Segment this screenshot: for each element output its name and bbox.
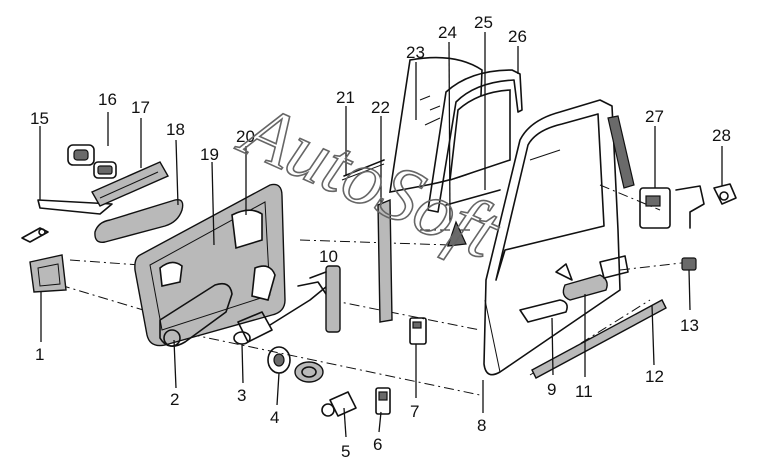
part-1-corner-trim [29,254,67,293]
part-6-latch [375,387,391,415]
callout-8: 8 [477,416,486,435]
part-10-regulator-rail [309,265,341,333]
callout-16: 16 [98,90,117,109]
callout-21: 21 [336,88,355,107]
callout-1: 1 [35,345,44,364]
callout-10: 10 [319,247,338,266]
callout-19: 19 [200,145,219,164]
callout-27: 27 [645,107,664,126]
part-19-door-trim-panel [134,183,286,347]
callout-3: 3 [237,386,246,405]
callout-13: 13 [680,316,699,335]
part-22-guide-channel [377,198,393,323]
leader-lines [39,32,723,438]
part-17-armrest [91,161,169,207]
callout-25: 25 [474,13,493,32]
callout-24: 24 [438,23,457,42]
callout-11: 11 [575,382,593,401]
part-13-clip [681,257,697,271]
part-15-check-strap [21,199,113,243]
callout-12: 12 [645,367,664,386]
callout-22: 22 [371,98,390,117]
callout-15: 15 [30,109,49,128]
part-5-lock-cylinder [321,391,357,417]
mirror-housing [599,255,629,279]
part-25-window-frame [427,69,523,213]
part-24-quarter-glass [447,220,467,247]
callout-4: 4 [270,408,279,427]
callout-7: 7 [410,402,419,421]
callout-23: 23 [406,43,425,62]
part-2-regulator-plate [159,282,233,347]
part-28-bumper [713,183,737,205]
part-21-channel-strip [341,159,385,181]
part-4-rosette [267,346,324,383]
part-7-striker [409,317,427,345]
callout-18: 18 [166,120,185,139]
callout-20: 20 [236,127,255,146]
part-12-lower-moulding [531,299,667,379]
callout-9: 9 [547,380,556,399]
part-9-outer-handle [519,299,568,323]
callout-26: 26 [508,27,527,46]
callout-5: 5 [341,442,350,461]
callout-numbers: 1 2 3 4 5 6 7 8 9 11 12 13 10 15 16 17 1… [30,13,731,461]
door-seal-strip [607,115,635,189]
part-16-handle-bezel [67,144,117,179]
part-18-door-pocket [94,199,184,243]
part-27-hinge [639,185,705,229]
part-11-inner-handle [555,263,608,301]
part-8-door-shell [483,99,621,376]
callout-17: 17 [131,98,150,117]
callout-2: 2 [170,390,179,409]
callout-6: 6 [373,435,382,454]
callout-28: 28 [712,126,731,145]
